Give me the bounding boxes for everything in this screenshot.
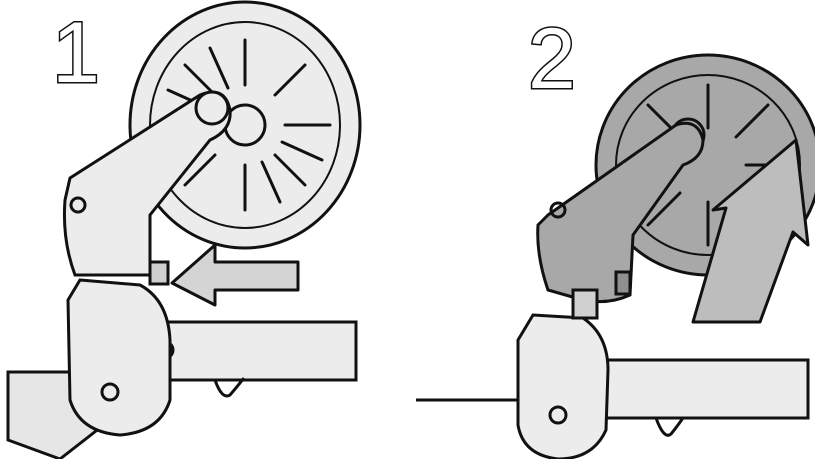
hinge-hole bbox=[100, 382, 120, 402]
hinge-hole bbox=[548, 405, 568, 425]
step-2-number: 2 bbox=[528, 11, 576, 107]
step-2-panel: 2 bbox=[408, 0, 815, 459]
arrow-up-icon bbox=[691, 138, 810, 324]
step-1-panel: 1 bbox=[6, 0, 362, 459]
hinge-leg bbox=[516, 313, 610, 459]
step-1-number: 1 bbox=[52, 5, 100, 101]
release-button bbox=[614, 270, 632, 296]
arm-hole bbox=[549, 201, 567, 219]
release-button bbox=[148, 260, 170, 286]
step-2-illustration: 2 bbox=[416, 10, 815, 459]
arm-hole bbox=[69, 196, 87, 214]
hinge-leg bbox=[66, 278, 172, 437]
axle-bar bbox=[143, 320, 358, 398]
socket-stem bbox=[571, 288, 599, 320]
arm-pivot bbox=[194, 90, 230, 126]
axle-bar bbox=[586, 358, 810, 437]
arrow-left-icon bbox=[170, 243, 300, 307]
step-1-illustration: 1 bbox=[6, 0, 362, 459]
